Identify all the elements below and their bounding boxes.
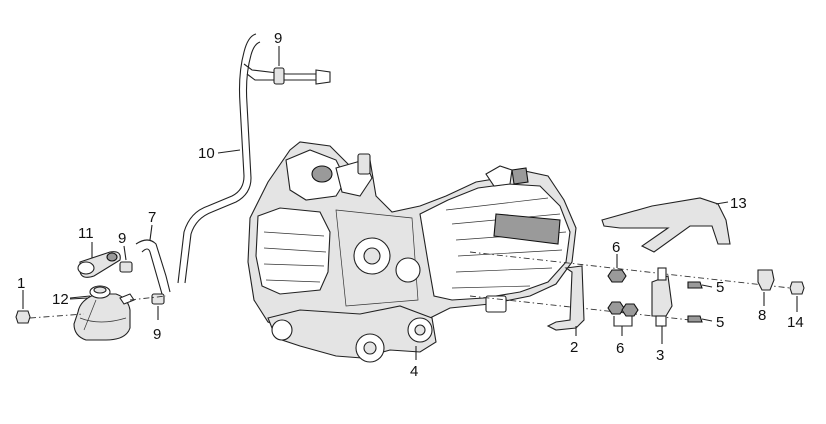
nuts-6 — [607, 254, 639, 336]
bolt-1 — [15, 290, 31, 324]
bracket-2 — [546, 265, 585, 336]
callout-4: 4 — [410, 363, 418, 380]
callout-12: 12 — [52, 291, 69, 308]
leader-12 — [69, 297, 89, 300]
callout-labels: 1 2 3 4 5 5 6 6 7 8 9 9 9 10 11 12 13 14 — [17, 30, 804, 380]
bolt-14 — [789, 281, 805, 312]
callout-10: 10 — [198, 145, 215, 162]
callout-3: 3 — [656, 347, 664, 364]
reservoir-12 — [69, 285, 135, 341]
callout-9-left: 9 — [118, 230, 126, 247]
hose-clamp-top — [273, 67, 285, 85]
centerline-left-2 — [129, 295, 167, 301]
callout-14: 14 — [787, 314, 804, 331]
clamps-9-left — [119, 245, 165, 320]
callout-9-top: 9 — [274, 30, 282, 47]
callout-6-upper: 6 — [612, 239, 620, 256]
filler-cap-11 — [77, 242, 121, 278]
hose-7 — [135, 224, 171, 295]
cover-13 — [601, 197, 731, 253]
clip-8 — [757, 269, 775, 306]
callout-8: 8 — [758, 307, 766, 324]
callout-11: 11 — [78, 225, 94, 242]
callout-6-lower: 6 — [616, 340, 624, 357]
callout-13: 13 — [730, 195, 747, 212]
callout-7: 7 — [148, 209, 156, 226]
callout-5-lower: 5 — [716, 314, 724, 331]
engine-assembly — [247, 141, 577, 363]
leader-10 — [217, 149, 241, 154]
callout-9-lower: 9 — [153, 326, 161, 343]
centerline-left — [29, 313, 85, 319]
screws-5 — [687, 281, 713, 323]
callout-2: 2 — [570, 339, 578, 356]
callout-1: 1 — [17, 275, 25, 292]
callout-5-upper: 5 — [716, 279, 724, 296]
ignition-coil-3 — [651, 267, 673, 344]
breather-hose — [177, 33, 331, 284]
